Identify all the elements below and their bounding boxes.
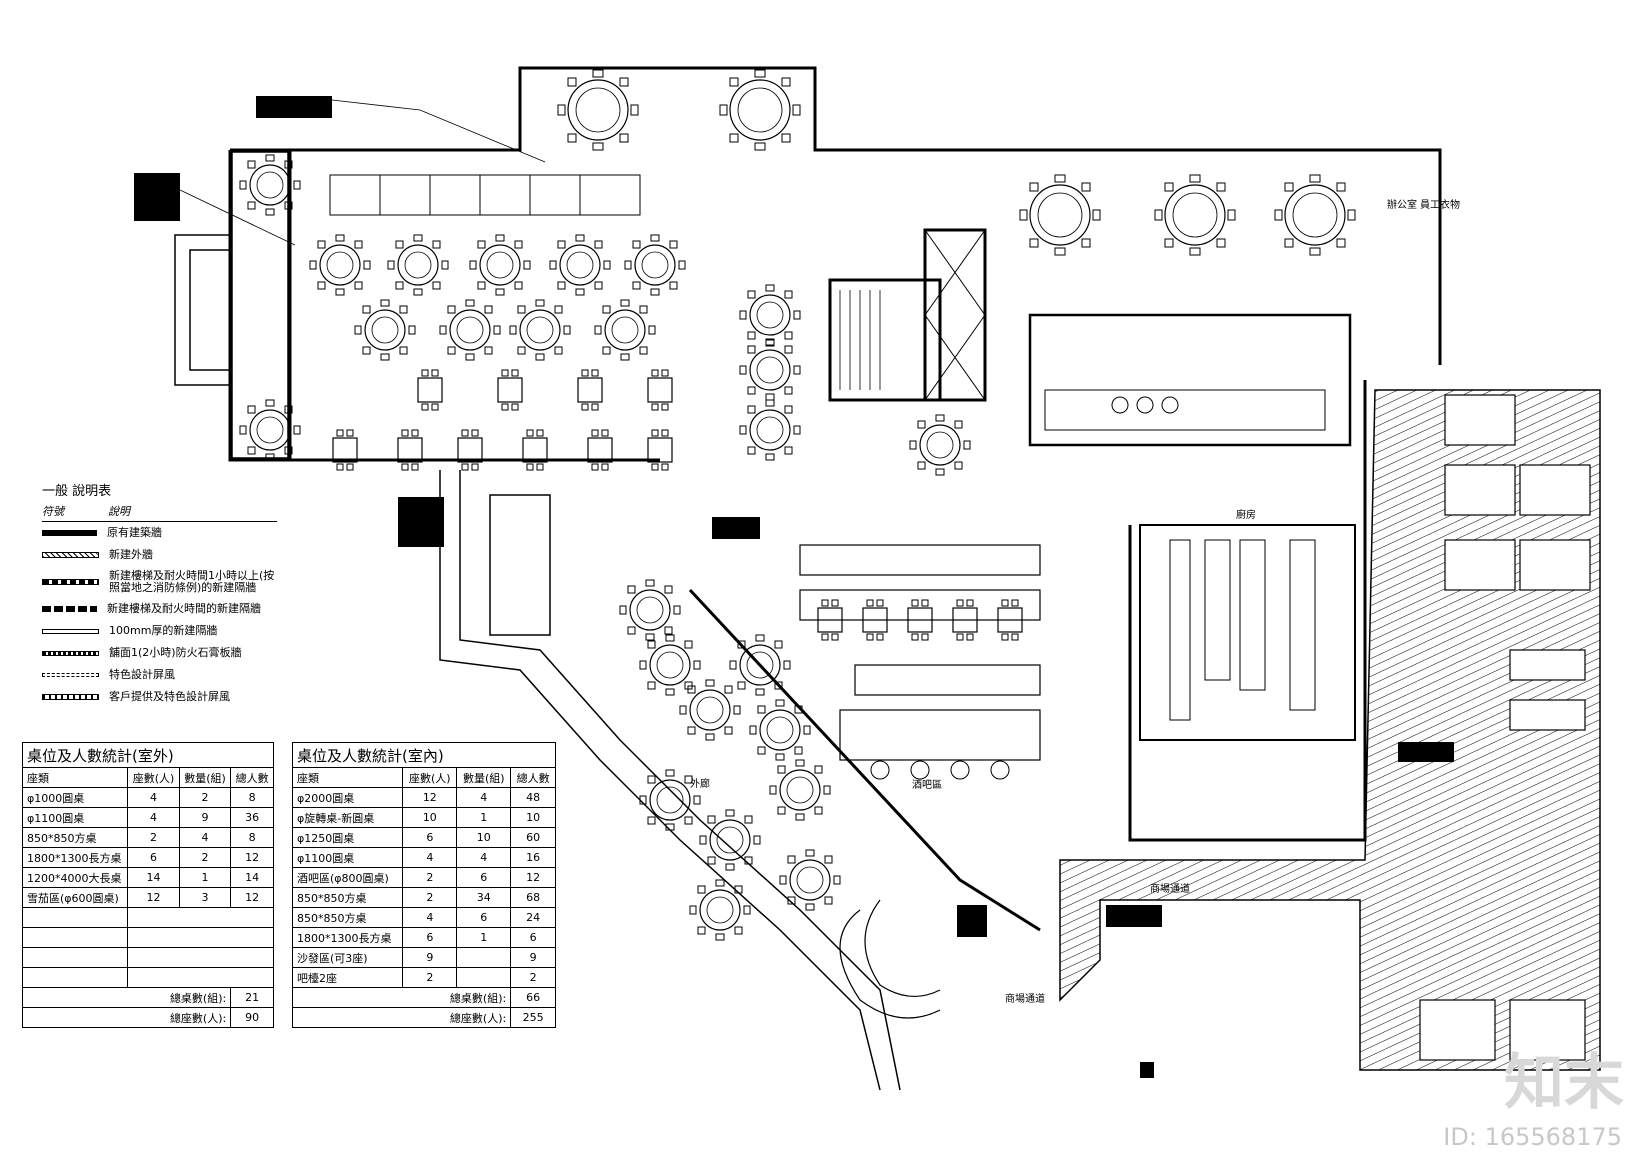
table-title: 桌位及人數統計(室外): [22, 742, 274, 768]
table-row-blank: [21, 967, 274, 988]
table-header-row: 座類 座數(人) 數量(組) 總人數: [21, 767, 274, 788]
center-seating: [799, 544, 1041, 761]
label-lobby: 商場通道: [1005, 994, 1045, 1005]
label-bar: 酒吧區: [912, 780, 942, 791]
legend-col-desc: 說明: [108, 505, 130, 518]
table-row-blank: [21, 947, 274, 968]
legend-item: 新建外牆: [42, 544, 277, 566]
table-total-row: 總桌數(組): 21: [21, 987, 274, 1008]
kitchen-block: [1028, 313, 1367, 842]
stair-core: [828, 228, 987, 402]
legend: 一般 說明表 符號 說明 原有建築牆 新建外牆 新建樓梯及耐火時間1小時以上(按…: [42, 480, 277, 708]
legend-swatch: [42, 628, 99, 634]
curved-stair: [839, 899, 941, 1019]
booth-row: [329, 174, 641, 216]
legend-swatch: [42, 694, 99, 700]
legend-item: 特色設計屏風: [42, 664, 277, 686]
marker-boxes: [134, 96, 1454, 1078]
table-total-row: 總桌數(組): 66: [291, 987, 556, 1008]
table-total-row: 總座數(人): 90: [21, 1007, 274, 1028]
leader-lines: [179, 99, 546, 246]
legend-item: 100mm厚的新建隔牆: [42, 620, 277, 642]
watermark-logo: 知末: [1504, 1048, 1624, 1118]
table-header-row: 座類 座數(人) 數量(組) 總人數: [291, 767, 556, 788]
label-office: 辦公室: [1387, 200, 1417, 211]
washroom-stalls: [1419, 394, 1591, 1061]
legend-title: 一般 說明表: [42, 484, 112, 499]
legend-item: 原有建築牆: [42, 522, 277, 544]
left-bay: [174, 151, 289, 459]
image-id-tag: ID: 165568175: [1443, 1123, 1622, 1151]
legend-item: 客戶提供及特色設計屏風: [42, 686, 277, 708]
legend-swatch: [42, 579, 99, 585]
table-total-row: 總座數(人): 255: [291, 1007, 556, 1028]
legend-item: 舖面1(2小時)防火石膏板牆: [42, 642, 277, 664]
legend-item: 新建樓梯及耐火時間1小時以上(按照當地之消防條例)的新建隔牆: [42, 566, 277, 598]
legend-col-symbol: 符號: [42, 505, 64, 518]
table-title: 桌位及人數統計(室內): [292, 742, 556, 768]
label-corridor: 商場通道: [1150, 884, 1190, 895]
legend-swatch: [42, 650, 99, 656]
dining-hall-tables: [239, 69, 1356, 461]
label-outdoor: 外廊: [690, 779, 710, 790]
square-tables: [332, 369, 673, 471]
legend-swatch: [42, 606, 97, 612]
bar-stools: [870, 760, 1010, 780]
legend-swatch: [42, 530, 97, 536]
legend-swatch: [42, 673, 99, 677]
label-staff: 員工衣物: [1420, 200, 1460, 211]
table-row-blank: [21, 907, 274, 928]
label-kitchen: 廚房: [1236, 510, 1256, 521]
legend-swatch: [42, 552, 99, 558]
table-row-blank: [21, 927, 274, 948]
legend-item: 新建樓梯及耐火時間的新建隔牆: [42, 598, 277, 620]
mid-tables: [739, 284, 971, 476]
legend-header: 符號 說明: [42, 503, 277, 522]
